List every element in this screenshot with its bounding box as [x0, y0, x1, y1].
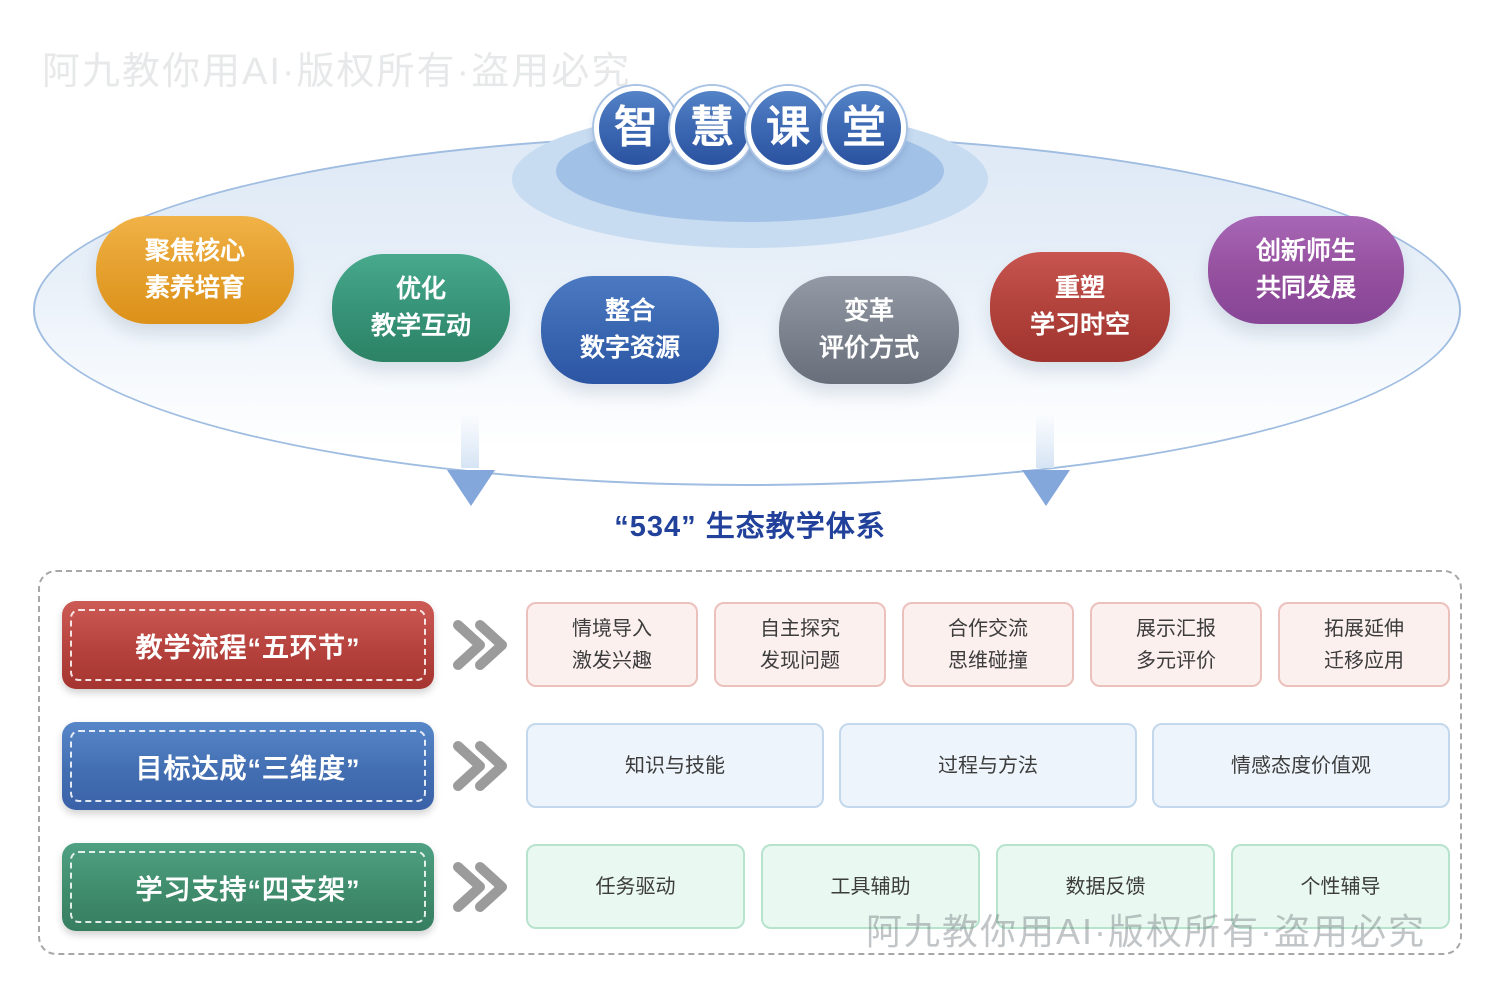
dimension-box: 过程与方法	[839, 723, 1137, 808]
pill-teaching-process: 教学流程“五环节”	[62, 601, 434, 689]
title-circle-3: 课	[746, 86, 830, 170]
box-line: 情境导入	[572, 617, 652, 640]
bubble-line: 整合	[604, 297, 655, 325]
scaffold-box: 个性辅导	[1231, 844, 1450, 929]
watermark-top: 阿九教你用AI·版权所有·盗用必究	[42, 51, 632, 93]
bubble-line: 数字资源	[579, 334, 680, 362]
process-step-box: 展示汇报 多元评价	[1090, 602, 1262, 687]
bubble-line: 评价方式	[818, 334, 919, 362]
title-char: 课	[766, 103, 810, 152]
box-line: 拓展延伸	[1324, 617, 1404, 640]
box-line: 任务驱动	[595, 875, 676, 898]
title-circle-1: 智	[594, 86, 678, 170]
scaffold-box: 工具辅助	[761, 844, 980, 929]
box-line: 数据反馈	[1065, 875, 1146, 898]
box-line: 自主探究	[760, 617, 840, 640]
double-chevron-icon	[453, 620, 507, 670]
bubble-line: 重塑	[1054, 274, 1105, 302]
dimension-box: 知识与技能	[526, 723, 824, 808]
pill-label: 教学流程“五环节”	[135, 632, 361, 663]
title-circle-4: 堂	[822, 86, 906, 170]
down-arrow-icon-right	[1022, 470, 1070, 506]
title-circle-2: 慧	[670, 86, 754, 170]
dimension-box: 情感态度价值观	[1152, 723, 1450, 808]
bubble-line: 变革	[843, 297, 894, 325]
scaffold-box: 数据反馈	[996, 844, 1215, 929]
pill-label: 学习支持“四支架”	[135, 874, 361, 905]
title-char: 堂	[842, 103, 886, 152]
box-line: 知识与技能	[625, 754, 725, 777]
double-chevron-icon	[453, 862, 507, 912]
bubble-innovate-teacher-student: 创新师生 共同发展	[1208, 216, 1404, 324]
pill-label: 目标达成“三维度”	[135, 753, 361, 784]
box-line: 个性辅导	[1300, 875, 1381, 898]
pill-goal-dimensions: 目标达成“三维度”	[62, 722, 434, 810]
scaffold-box: 任务驱动	[526, 844, 745, 929]
bubble-line: 共同发展	[1255, 274, 1356, 302]
box-line: 发现问题	[760, 649, 840, 672]
title-char: 慧	[690, 103, 734, 152]
bubble-line: 教学互动	[370, 312, 471, 340]
bubble-optimize-interaction: 优化 教学互动	[332, 254, 510, 362]
system-heading: “534” 生态教学体系	[614, 511, 886, 543]
box-line: 合作交流	[948, 617, 1028, 640]
box-line: 展示汇报	[1136, 617, 1216, 640]
down-arrow-icon-left	[447, 470, 495, 506]
down-arrow-bar-left	[461, 416, 479, 468]
box-line: 过程与方法	[938, 754, 1038, 777]
down-arrow-bar-right	[1036, 416, 1054, 468]
bubble-line: 优化	[395, 275, 446, 303]
process-step-box: 合作交流 思维碰撞	[902, 602, 1074, 687]
pill-learning-scaffolds: 学习支持“四支架”	[62, 843, 434, 931]
bubble-line: 创新师生	[1255, 237, 1356, 265]
box-line: 工具辅助	[830, 875, 911, 898]
box-line: 多元评价	[1136, 649, 1216, 672]
system-panel	[38, 570, 1462, 955]
bubble-line: 学习时空	[1029, 311, 1130, 339]
process-step-box: 拓展延伸 迁移应用	[1278, 602, 1450, 687]
bubble-integrate-digital-resources: 整合 数字资源	[541, 276, 719, 384]
bubble-focus-core-literacy: 聚焦核心 素养培育	[96, 216, 294, 324]
double-chevron-icon	[453, 741, 507, 791]
box-line: 情感态度价值观	[1231, 754, 1371, 777]
bubble-reshape-learning-spacetime: 重塑 学习时空	[990, 252, 1170, 362]
watermark-bottom: 阿九教你用AI·版权所有·盗用必究	[866, 911, 1426, 952]
box-line: 思维碰撞	[948, 649, 1028, 672]
box-line: 激发兴趣	[572, 649, 652, 672]
bubble-line: 素养培育	[144, 274, 245, 302]
box-line: 迁移应用	[1324, 649, 1404, 672]
bubble-line: 聚焦核心	[144, 237, 245, 265]
bubble-reform-evaluation: 变革 评价方式	[779, 276, 959, 384]
process-step-box: 情境导入 激发兴趣	[526, 602, 698, 687]
title-char: 智	[614, 103, 658, 152]
process-step-box: 自主探究 发现问题	[714, 602, 886, 687]
